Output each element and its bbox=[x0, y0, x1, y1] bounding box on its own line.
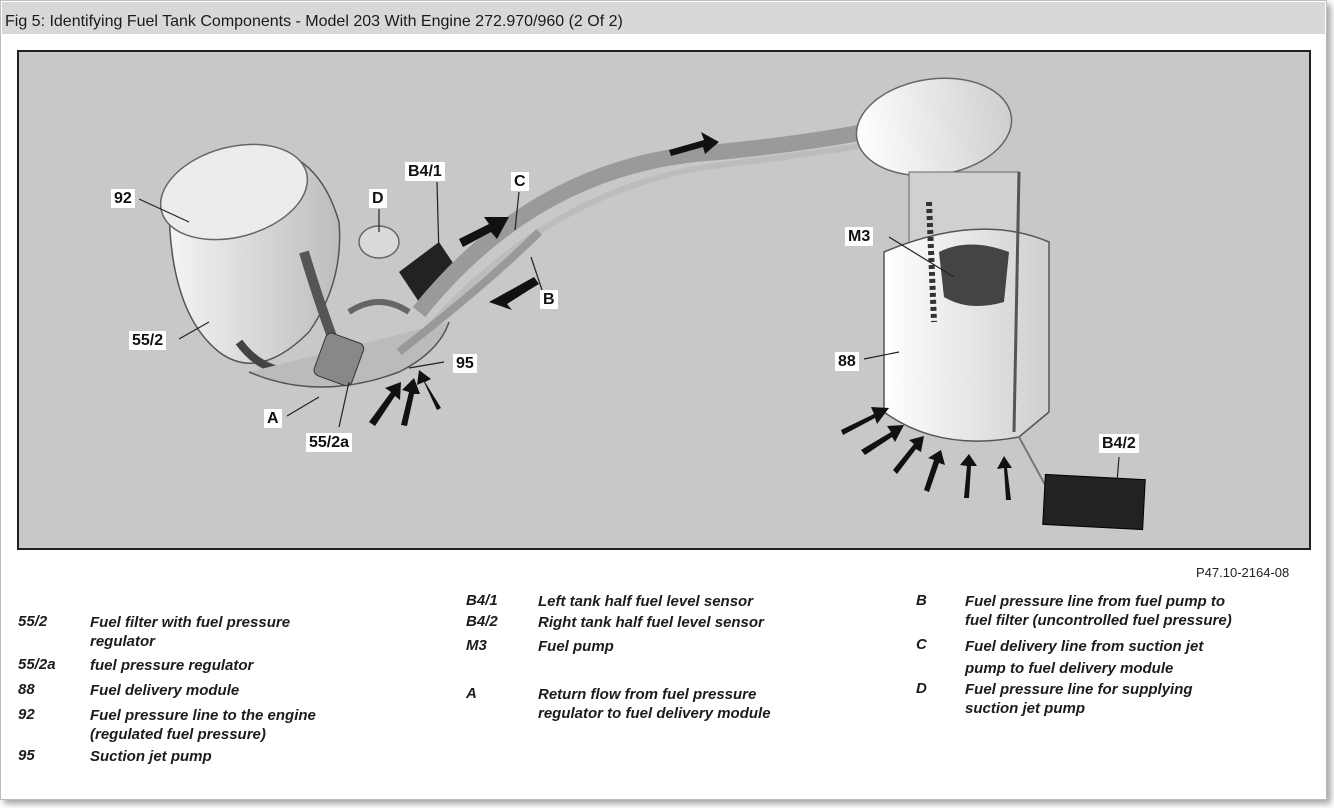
legend-key: M3 bbox=[466, 637, 487, 654]
legend-key: B4/2 bbox=[466, 613, 498, 630]
fuel-delivery-module bbox=[850, 69, 1145, 530]
component-illustration: 92 D B4/1 C B 55/2 95 A 55/2a M3 88 B4/2 bbox=[17, 50, 1311, 550]
legend-desc: Fuel pressure line to the engine (regula… bbox=[90, 706, 430, 744]
legend-key: C bbox=[916, 636, 927, 653]
legend-key: 92 bbox=[18, 706, 35, 723]
callout-B4-1: B4/1 bbox=[405, 162, 445, 181]
callout-88: 88 bbox=[835, 352, 859, 371]
legend-desc: Return flow from fuel pressure regulator… bbox=[538, 685, 878, 723]
callout-B: B bbox=[540, 290, 558, 309]
callout-D: D bbox=[369, 189, 387, 208]
legend-desc: Fuel pressure line from fuel pump to fue… bbox=[965, 592, 1325, 630]
legend-key: B bbox=[916, 592, 927, 609]
figure-title: Fig 5: Identifying Fuel Tank Components … bbox=[5, 13, 623, 31]
legend-key: A bbox=[466, 685, 477, 702]
legend-key: 88 bbox=[18, 681, 35, 698]
callout-92: 92 bbox=[111, 189, 135, 208]
legend-desc: Fuel delivery module bbox=[90, 681, 430, 700]
legend-desc: Suction jet pump bbox=[90, 747, 430, 766]
figure-code: P47.10-2164-08 bbox=[1196, 565, 1289, 580]
legend-desc: Fuel filter with fuel pressure regulator bbox=[90, 613, 430, 651]
callout-A: A bbox=[264, 409, 282, 428]
legend-desc: Fuel delivery line from suction jet pump… bbox=[965, 636, 1325, 680]
callout-B4-2: B4/2 bbox=[1099, 434, 1139, 453]
callout-55-2: 55/2 bbox=[129, 331, 166, 350]
legend-key: D bbox=[916, 680, 927, 697]
legend-key: 55/2a bbox=[18, 656, 56, 673]
legend-desc: Fuel pressure line for supplying suction… bbox=[965, 680, 1325, 718]
legend-desc: Left tank half fuel level sensor bbox=[538, 592, 878, 611]
legend-key: 95 bbox=[18, 747, 35, 764]
legend-key: B4/1 bbox=[466, 592, 498, 609]
illustration-drawing bbox=[19, 52, 1309, 548]
callout-95: 95 bbox=[453, 354, 477, 373]
callout-55-2a: 55/2a bbox=[306, 433, 352, 452]
legend-desc: Right tank half fuel level sensor bbox=[538, 613, 878, 632]
callout-M3: M3 bbox=[845, 227, 873, 246]
callout-C: C bbox=[511, 172, 529, 191]
legend-desc: fuel pressure regulator bbox=[90, 656, 430, 675]
legend-key: 55/2 bbox=[18, 613, 47, 630]
legend-desc: Fuel pump bbox=[538, 637, 878, 656]
